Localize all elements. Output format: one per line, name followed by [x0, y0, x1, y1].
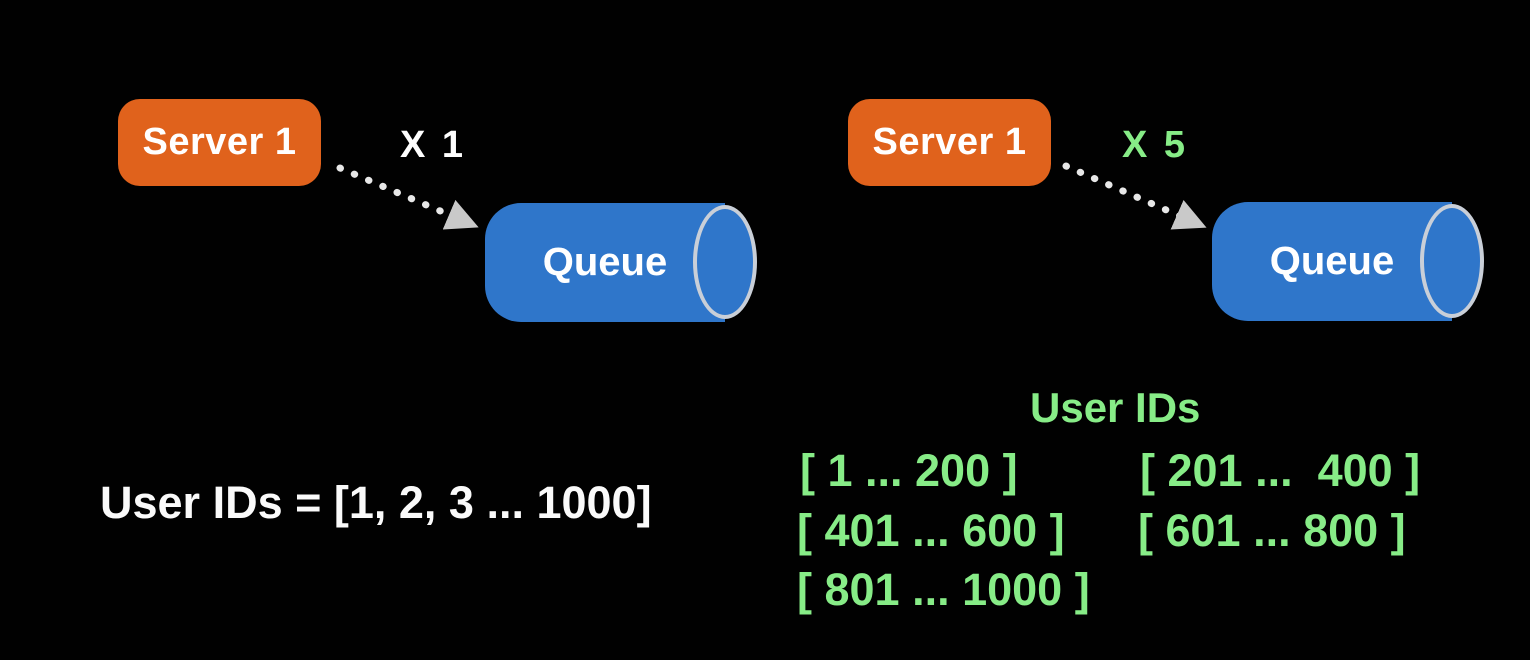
- multiplier-label-left: X 1: [400, 124, 467, 166]
- dotted-arrow-left: [336, 164, 479, 230]
- user-id-range: [ 401 ... 600 ]: [797, 505, 1065, 556]
- server-label-right: Server 1: [872, 121, 1027, 163]
- user-id-range: [ 601 ... 800 ]: [1138, 505, 1406, 556]
- user-id-range: [ 201 ... 400 ]: [1140, 445, 1421, 496]
- user-ids-title-right: User IDs: [1030, 384, 1201, 431]
- queue-body-right: [1212, 202, 1452, 321]
- server-label-left: Server 1: [142, 121, 297, 163]
- queue-cap-left: [693, 205, 757, 319]
- dotted-arrow-right: [1062, 162, 1207, 230]
- server-node-left: Server 1: [118, 99, 321, 186]
- user-id-range: [ 1 ... 200 ]: [800, 445, 1018, 496]
- queue-cylinder-left: Queue: [485, 203, 757, 322]
- queue-cylinder-right: Queue: [1212, 202, 1484, 321]
- queue-label-left: Queue: [542, 240, 668, 284]
- multiplier-label-right: X 5: [1122, 124, 1189, 166]
- server-node-right: Server 1: [848, 99, 1051, 186]
- queue-body-left: [485, 203, 725, 322]
- user-ids-text-left: User IDs = [1, 2, 3 ... 1000]: [100, 477, 652, 528]
- queue-label-right: Queue: [1269, 239, 1395, 283]
- queue-cap-right: [1420, 204, 1484, 318]
- user-id-range: [ 801 ... 1000 ]: [797, 564, 1090, 615]
